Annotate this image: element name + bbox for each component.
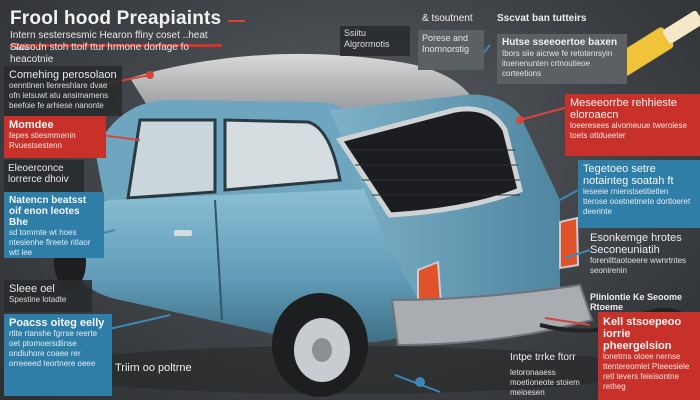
label-plinlontie: Plinlontie Ke Seoome Rtoeme: [590, 292, 683, 312]
label-tegetoeo: Tegetoeo setre notainteg soatah ft lesee…: [578, 160, 700, 228]
polish-brush: [614, 10, 700, 76]
label-momdee: Momdee fepes stiesmmenin Rvuestsestenn: [4, 116, 106, 158]
label-hutse: Hutse sseeoertoe baxen Ibors siie aicrwe…: [497, 34, 627, 84]
rear-side-window: [223, 118, 342, 192]
header-line-2: Steso m stoh ttoif ttur hrmone dorfage f…: [10, 42, 189, 65]
label-porese: Porese and Inomnorstig: [418, 30, 484, 70]
door-handle: [174, 230, 192, 236]
label-intpe: Intpe trrke ftorr: [510, 352, 576, 363]
label-sleee: Sleee oel Spestine lotadte: [4, 280, 92, 312]
page-title: Frool hood Preapiaints: [10, 8, 222, 29]
label-eleoerconce: Eleoerconce lorrerce dhoiv: [4, 160, 84, 192]
label-triirn: Triirn oo poltrne: [115, 362, 192, 374]
label-kell: Kell stsoepeoo iorrie pheergelsion lonet…: [598, 312, 700, 400]
label-meseeorrbe: Meseeorrbe rehhieste eloroaecn loeeresee…: [565, 94, 700, 156]
label-sscvat: Sscvat ban tutteirs: [497, 13, 587, 24]
rear-window: [335, 106, 523, 218]
front-side-window: [126, 118, 217, 200]
label-ssiitu: Ssiitu Algrormotis: [340, 26, 410, 56]
tail-light-right: [559, 216, 580, 270]
label-letoronaaess: letoronaaess moetioneote stoiem meioesen: [510, 368, 580, 397]
label-esonkemge: Esonkemge hrotes Seconeuniatih foreniltt…: [590, 232, 687, 275]
car-roof: [130, 53, 470, 110]
header-divider: [10, 44, 222, 47]
label-tsoutnent: & tsoutnent: [422, 13, 473, 24]
header-line-1: Intern sestersesmic Hearon ffiny coset .…: [10, 30, 208, 53]
label-natencn: Natencn beatsst oif enon leotes Bhe sd t…: [4, 192, 104, 258]
label-comehing: Comehing perosolaon oenntinen llenreshla…: [4, 66, 122, 116]
rear-bumper: [390, 283, 594, 347]
label-poacss: Poacss oiteg eelly rtlte rtanshe fgrrse …: [4, 314, 112, 396]
